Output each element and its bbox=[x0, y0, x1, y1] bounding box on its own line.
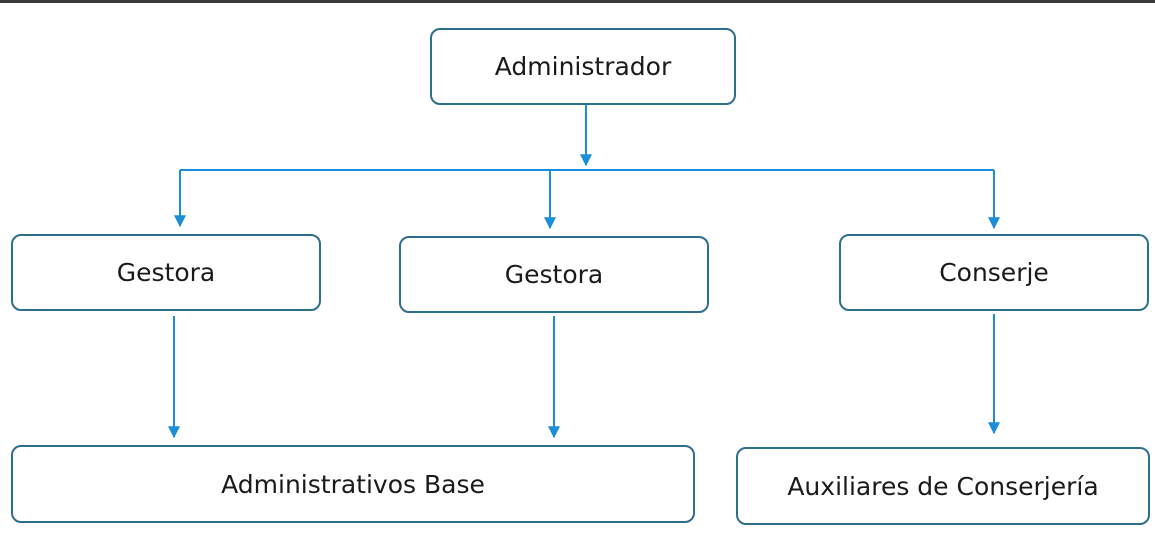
top-border-rule bbox=[0, 0, 1155, 3]
node-gestora-2: Gestora bbox=[399, 236, 709, 313]
node-administrativos-base: Administrativos Base bbox=[11, 445, 695, 523]
node-conserje-label: Conserje bbox=[939, 258, 1049, 287]
node-gestora-1-label: Gestora bbox=[116, 258, 216, 287]
node-conserje: Conserje bbox=[839, 234, 1149, 311]
node-administrativos-base-label: Administrativos Base bbox=[221, 469, 485, 499]
node-administrador-label: Administrador bbox=[494, 52, 672, 81]
node-auxiliares-conserjeria: Auxiliares de Conserjería bbox=[736, 447, 1150, 525]
node-administrador: Administrador bbox=[430, 28, 736, 105]
node-gestora-1: Gestora bbox=[11, 234, 321, 311]
node-gestora-2-label: Gestora bbox=[504, 260, 604, 289]
node-auxiliares-conserjeria-label: Auxiliares de Conserjería bbox=[787, 471, 1099, 501]
